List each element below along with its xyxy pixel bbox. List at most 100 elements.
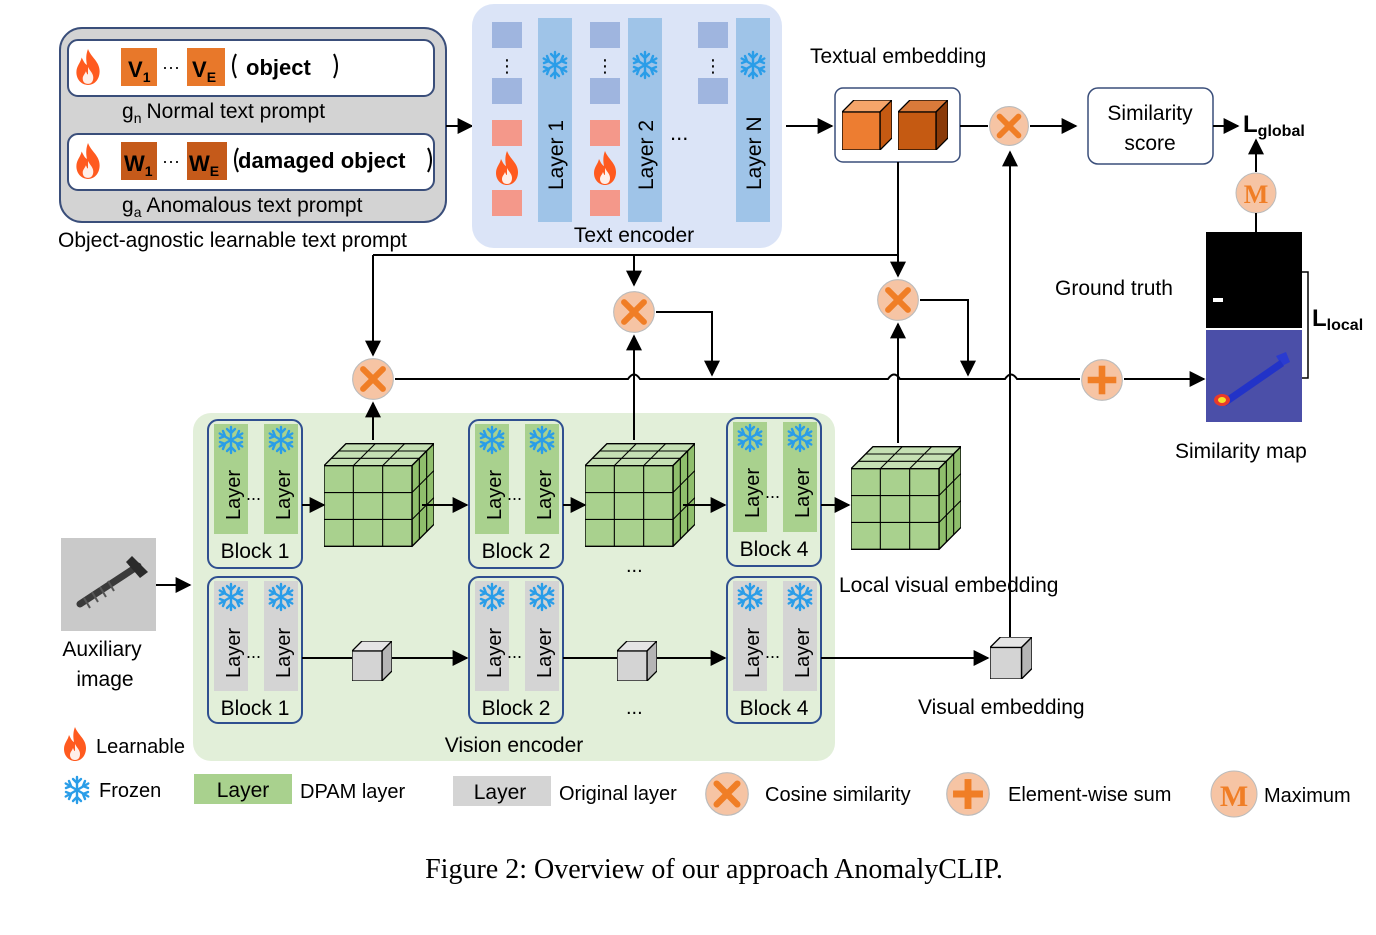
legend-sum-label: Element-wise sum [1008,784,1171,806]
token-ve [187,48,225,86]
textual-embedding-label: Textual embedding [810,45,986,68]
token-w1-letter: W [124,151,145,176]
legend-original-label: Original layer [559,783,677,805]
layer-label: Layer [273,470,295,520]
loss-local-sub: local [1327,317,1363,334]
token-w1-sub: 1 [145,163,153,179]
grey-feature-cube-2 [617,641,657,681]
anomalous-object-word: damaged object [238,148,406,173]
cosine-similarity-op-2 [614,292,655,333]
similarity-map-label: Similarity map [1175,440,1307,463]
local-feature-cube-2 [585,442,695,548]
element-wise-sum-op [1082,360,1123,401]
vision-block-top-4: Layer Layer ... Block 4 [726,417,822,567]
local-visual-embedding-label: Local visual embedding [839,574,1058,597]
layer-label: Layer [792,468,814,518]
block-bottom-1-label: Block 1 [221,697,290,720]
layer-label: Layer [792,628,814,678]
vision-block-top-2: Layer Layer ... Block 2 [468,419,564,569]
svg-text:⋮: ⋮ [704,56,722,76]
grey-feature-cube-1 [352,641,392,681]
loss-global-main: L [1243,111,1258,138]
similarity-score-line1: Similarity [1107,102,1193,125]
text-encoder: ⋮ Layer 1 ⋮ Layer 2 ... ⋮ Layer N Text e… [472,4,782,248]
anomalous-token-ellipsis: ··· [162,151,180,171]
layer-label: Layer [223,628,245,678]
legend-original-swatch-text: Layer [474,781,527,804]
token-v1-sub: 1 [143,69,151,85]
normal-prompt-row [67,39,435,97]
legend-cosine-icon [706,773,749,816]
token-ve-letter: V [192,57,207,82]
figure-caption: Figure 2: Overview of our approach Anoma… [425,854,1003,885]
legend-original-swatch [453,776,551,806]
block-bottom-2-label: Block 2 [482,697,551,720]
legend-dpam-label: DPAM layer [300,781,406,803]
token-we [187,142,227,180]
anomalous-prompt-label: Anomalous text prompt [146,194,362,217]
similarity-map-image [1206,330,1302,422]
svg-text:Lglobal: Lglobal [1243,111,1305,140]
text-layer-2-label: Layer 2 [635,120,658,190]
text-layer-n-label: Layer N [743,116,766,190]
visual-embedding-label: Visual embedding [918,696,1085,719]
legend-maximum-label: Maximum [1264,785,1351,807]
layer-label: Layer [484,628,506,678]
vision-block-bottom-4: Layer Layer ... Block 4 [726,576,822,724]
token-ve-sub: E [207,69,216,85]
visual-embedding-cube [990,637,1032,679]
block-ellipsis: ... [246,484,261,504]
text-encoder-ellipsis: ... [670,120,688,145]
layer-label: Layer [534,470,556,520]
block-ellipsis: ... [246,642,261,662]
anomalous-text-embedding-cube [898,100,948,150]
layer-label: Layer [273,628,295,678]
svg-text:⋮: ⋮ [498,56,516,76]
loss-local-main: L [1312,305,1327,332]
legend-sum-icon [947,773,990,816]
token-v1 [121,48,157,86]
ground-truth-label: Ground truth [1055,277,1173,300]
legend-cosine-label: Cosine similarity [765,784,911,806]
token-v1-letter: V [128,57,143,82]
layer-label: Layer [742,628,764,678]
similarity-score-line2: score [1124,132,1175,155]
text-encoder-label: Text encoder [574,224,694,247]
top-row-ellipsis: ... [626,555,643,577]
svg-text:WE: WE [189,151,219,179]
global-cosine-similarity-op [990,107,1029,146]
normal-object-word: object [246,55,311,80]
layer-label: Layer [223,470,245,520]
vision-block-top-1: Layer Layer ... Block 1 [207,419,303,569]
vision-block-bottom-2: Layer Layer ... Block 2 [468,576,564,724]
layer-label: Layer [534,628,556,678]
token-we-sub: E [210,163,219,179]
loss-global-sub: global [1258,123,1305,140]
legend: Learnable Frozen Layer DPAM layer Layer … [64,727,1351,818]
normal-prompt-sub: n [134,110,142,126]
legend-dpam-swatch [194,774,292,804]
local-feature-cube-1 [324,442,434,548]
normal-text-embedding-cube [842,100,892,150]
auxiliary-image-label-line2: image [76,668,133,691]
block-ellipsis: ... [765,482,780,502]
cosine-similarity-op-1 [353,359,394,400]
anomalous-prompt-sub: a [134,204,142,220]
svg-text:V1: V1 [128,57,151,85]
legend-frozen: Frozen [99,780,161,802]
layer-label: Layer [742,468,764,518]
svg-text:⋮: ⋮ [596,56,614,76]
layer-label: Layer [484,470,506,520]
block-ellipsis: ... [507,484,522,504]
text-layer-1-label: Layer 1 [545,120,568,190]
vision-block-bottom-1: Layer Layer ... Block 1 [207,576,303,724]
block-top-1-label: Block 1 [221,540,290,563]
legend-learnable: Learnable [96,736,185,758]
legend-maximum-glyph: M [1220,780,1248,813]
vision-encoder-label: Vision encoder [445,734,584,757]
local-visual-embedding-cube [851,445,961,551]
token-w1 [121,142,157,180]
